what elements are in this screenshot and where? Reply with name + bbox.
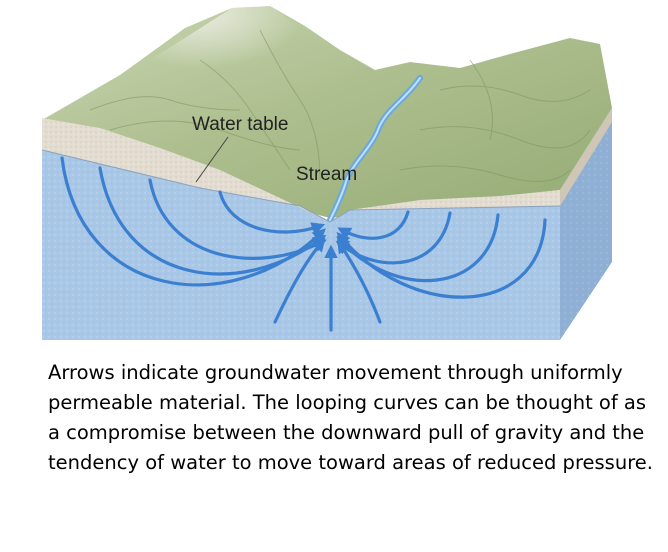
terrain-ridges xyxy=(89,29,591,182)
groundwater-block-diagram: Water table Stream xyxy=(41,6,612,340)
stream-label: Stream xyxy=(296,164,357,185)
flow-arrow-left-5 xyxy=(273,237,326,324)
flow-arrow-right-5 xyxy=(337,239,382,324)
flow-arrow-right-2 xyxy=(336,213,500,283)
water-table-label: Water table xyxy=(192,114,288,135)
flow-arrow-left-4 xyxy=(218,190,326,236)
flow-arrow-right-4 xyxy=(337,210,410,240)
flow-arrows xyxy=(60,156,547,332)
flow-arrow-left-2 xyxy=(98,166,327,276)
water-table-leader xyxy=(195,136,229,183)
caption-text: Arrows indicate groundwater movement thr… xyxy=(48,361,653,474)
flow-arrow-left-3 xyxy=(148,178,327,260)
flow-arrow-right-3 xyxy=(335,211,452,265)
mountain-highlight xyxy=(150,6,320,95)
water-table-line xyxy=(41,149,561,223)
